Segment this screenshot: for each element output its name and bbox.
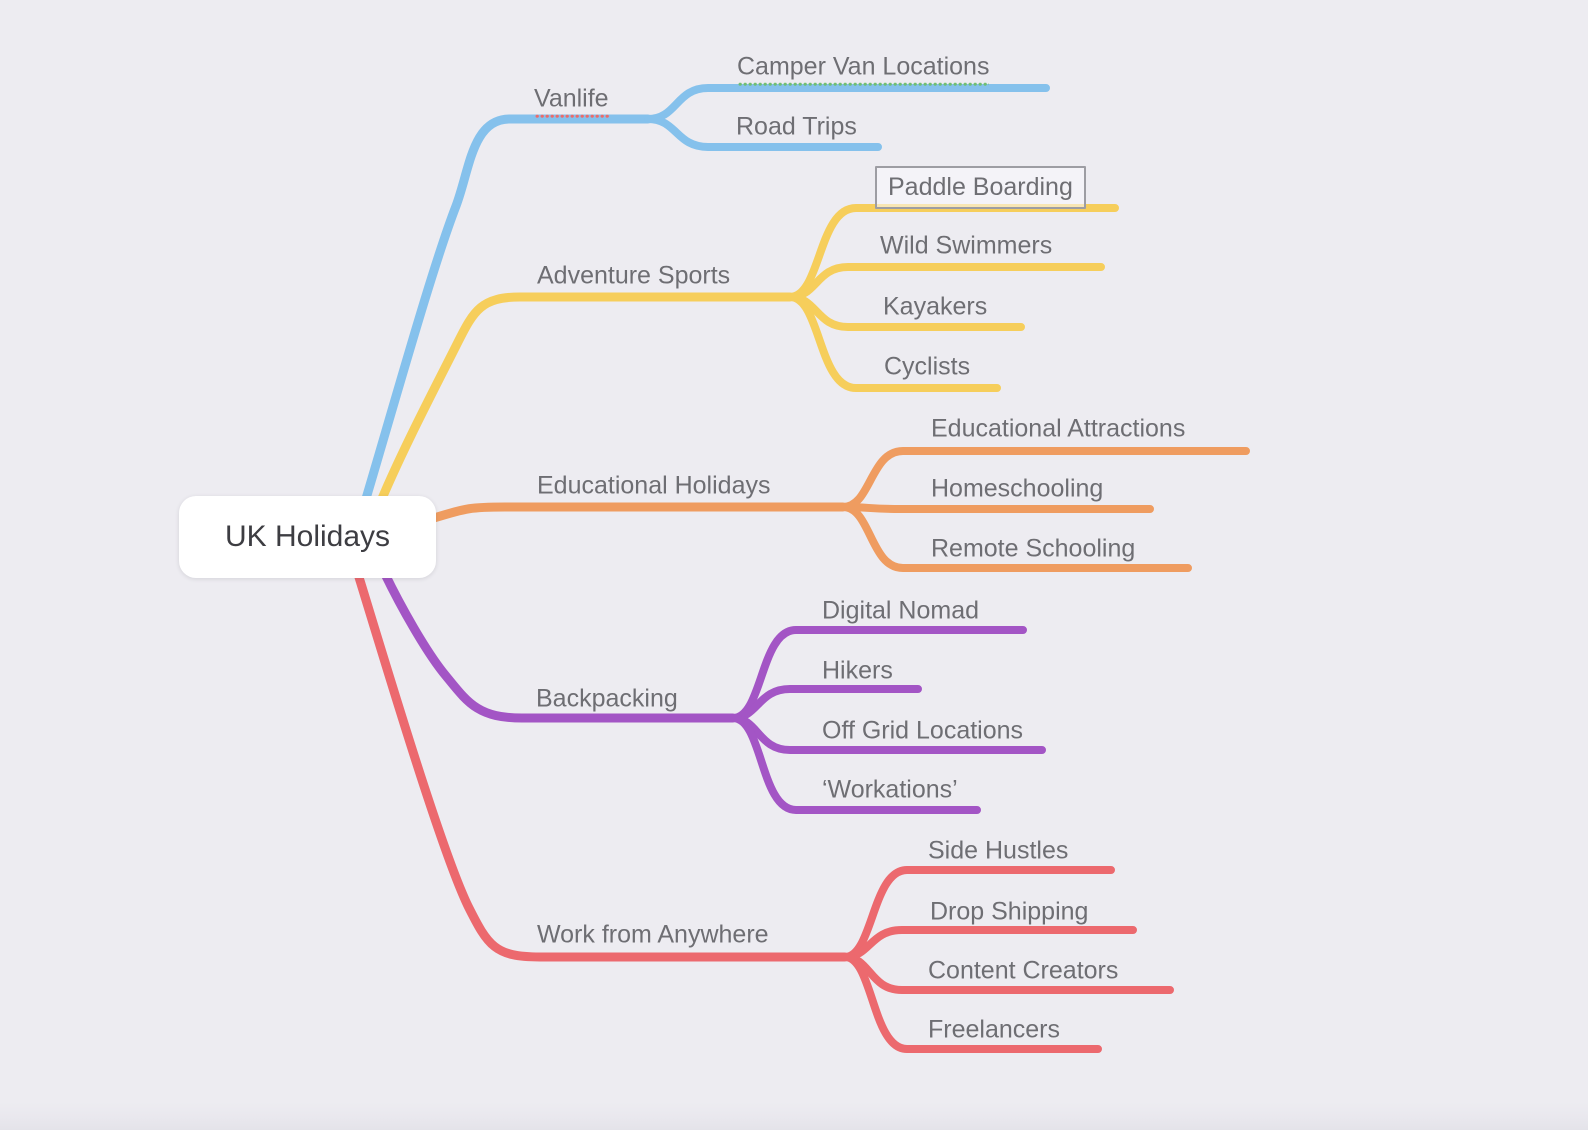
node-vanlife[interactable]: Vanlife bbox=[534, 84, 609, 119]
node-kayakers-label: Kayakers bbox=[883, 292, 988, 321]
branch-line-vanlife bbox=[357, 114, 653, 517]
node-cyclists[interactable]: Cyclists bbox=[884, 353, 970, 381]
node-homeschooling-label: Homeschooling bbox=[931, 474, 1104, 503]
node-vanlife-label: Vanlife bbox=[534, 84, 609, 119]
node-paddle-boarding-label: Paddle Boarding bbox=[888, 173, 1073, 201]
node-educational-attractions[interactable]: Educational Attractions bbox=[931, 415, 1185, 443]
node-hikers[interactable]: Hikers bbox=[822, 657, 893, 685]
node-digital-nomad[interactable]: Digital Nomad bbox=[822, 597, 979, 625]
branch-line-remote-schooling bbox=[839, 503, 1192, 572]
node-digital-nomad-label: Digital Nomad bbox=[822, 596, 980, 625]
branch-work-from-anywhere-lines bbox=[353, 569, 1174, 1053]
branch-backpacking-lines bbox=[380, 569, 1046, 814]
node-off-grid-locations-label: Off Grid Locations bbox=[822, 716, 1024, 745]
node-drop-shipping-label: Drop Shipping bbox=[930, 897, 1089, 926]
node-content-creators-label: Content Creators bbox=[928, 956, 1119, 985]
node-homeschooling[interactable]: Homeschooling bbox=[931, 475, 1103, 503]
node-adventure-sports[interactable]: Adventure Sports bbox=[537, 262, 730, 290]
branch-line-freelancers bbox=[841, 953, 1102, 1053]
node-wild-swimmers[interactable]: Wild Swimmers bbox=[880, 232, 1052, 260]
branch-line-work-from-anywhere bbox=[353, 569, 850, 962]
branch-educational-holidays-lines bbox=[429, 447, 1250, 572]
branch-line-drop-shipping bbox=[841, 926, 1137, 961]
node-kayakers[interactable]: Kayakers bbox=[883, 293, 987, 321]
node-side-hustles[interactable]: Side Hustles bbox=[928, 837, 1068, 865]
node-educational-holidays-label: Educational Holidays bbox=[537, 471, 771, 500]
branch-line-adventure-sports bbox=[373, 292, 795, 513]
node-off-grid-locations[interactable]: Off Grid Locations bbox=[822, 717, 1023, 745]
node-backpacking[interactable]: Backpacking bbox=[536, 685, 678, 713]
node-educational-holidays[interactable]: Educational Holidays bbox=[537, 472, 770, 500]
node-adventure-sports-label: Adventure Sports bbox=[537, 261, 731, 290]
node-cyclists-label: Cyclists bbox=[884, 352, 971, 381]
node-paddle-boarding-selected[interactable]: Paddle Boarding bbox=[875, 166, 1086, 209]
branch-line-hikers bbox=[729, 685, 922, 722]
node-hikers-label: Hikers bbox=[822, 656, 893, 685]
node-remote-schooling-label: Remote Schooling bbox=[931, 534, 1136, 563]
branch-line-educational-holidays bbox=[429, 502, 848, 523]
branch-line-road-trips bbox=[644, 115, 882, 151]
node-wild-swimmers-label: Wild Swimmers bbox=[880, 231, 1053, 260]
node-educational-attractions-label: Educational Attractions bbox=[931, 414, 1186, 443]
root-node-label: UK Holidays bbox=[224, 520, 391, 553]
node-freelancers[interactable]: Freelancers bbox=[928, 1016, 1060, 1044]
branch-line-homeschooling bbox=[839, 503, 1154, 513]
node-content-creators[interactable]: Content Creators bbox=[928, 957, 1118, 985]
node-workations[interactable]: ‘Workations’ bbox=[822, 776, 958, 804]
node-camper-van-locations-label: Camper Van Locations bbox=[737, 52, 990, 87]
node-camper-van-locations[interactable]: Camper Van Locations bbox=[737, 52, 990, 87]
node-remote-schooling[interactable]: Remote Schooling bbox=[931, 535, 1135, 563]
node-side-hustles-label: Side Hustles bbox=[928, 836, 1069, 865]
branch-adventure-sports-lines bbox=[373, 204, 1119, 513]
branch-vanlife-lines bbox=[357, 84, 1050, 517]
node-freelancers-label: Freelancers bbox=[928, 1015, 1060, 1044]
branch-line-backpacking bbox=[380, 569, 738, 723]
node-work-from-anywhere-label: Work from Anywhere bbox=[537, 920, 769, 949]
branch-line-workations bbox=[729, 714, 981, 814]
node-drop-shipping[interactable]: Drop Shipping bbox=[930, 898, 1088, 926]
branch-line-cyclists bbox=[786, 293, 1001, 392]
node-road-trips[interactable]: Road Trips bbox=[736, 113, 857, 141]
node-backpacking-label: Backpacking bbox=[536, 684, 678, 713]
node-road-trips-label: Road Trips bbox=[736, 112, 857, 141]
root-node[interactable]: UK Holidays bbox=[179, 496, 436, 578]
node-work-from-anywhere[interactable]: Work from Anywhere bbox=[537, 921, 769, 949]
node-workations-label: ‘Workations’ bbox=[822, 775, 958, 804]
